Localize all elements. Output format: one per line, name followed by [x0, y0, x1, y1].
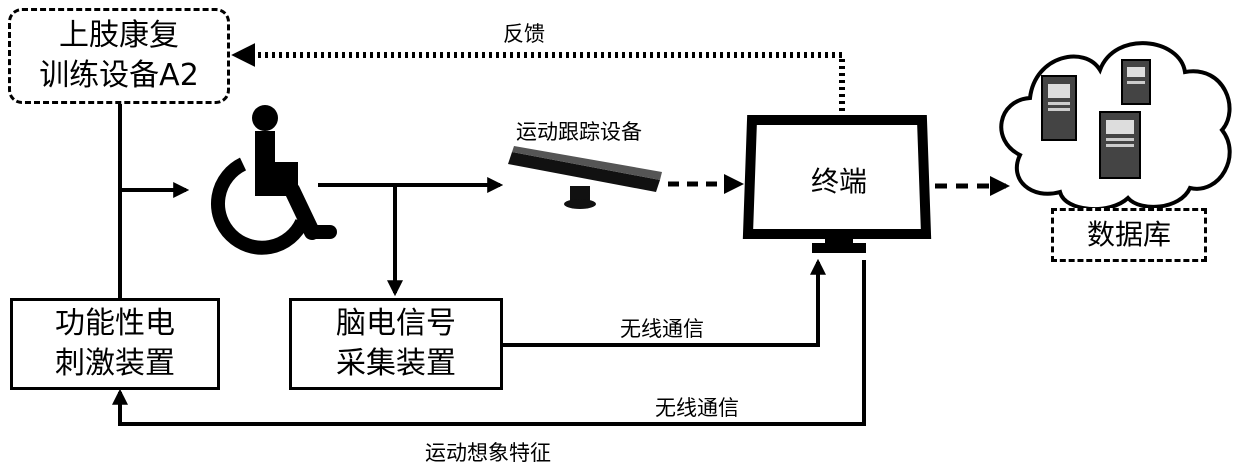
rehab-device-line-1: 上肢康复: [39, 16, 199, 56]
fes-device-line-2: 刺激装置: [55, 344, 175, 384]
database-box: 数据库: [1051, 208, 1207, 262]
motion-tracking-label: 运动跟踪设备: [516, 116, 642, 146]
fes-device-box: 功能性电 刺激装置: [10, 298, 220, 390]
rehab-device-line-2: 训练设备A2: [39, 56, 199, 96]
eeg-device-line-1: 脑电信号: [336, 304, 456, 344]
eeg-device-box: 脑电信号 采集装置: [289, 298, 503, 390]
eeg-device-line-2: 采集装置: [336, 344, 456, 384]
terminal-label: 终端: [752, 160, 926, 200]
database-label: 数据库: [1087, 215, 1171, 255]
motor-imagery-label: 运动想象特征: [425, 437, 551, 467]
feedback-arrow: [236, 55, 842, 118]
rehab-device-box: 上肢康复 训练设备A2: [8, 8, 230, 104]
wireless-label-fes: 无线通信: [655, 392, 739, 422]
wireless-label-eeg: 无线通信: [620, 313, 704, 343]
wheelchair-icon: [218, 105, 330, 248]
fes-device-line-1: 功能性电: [55, 304, 175, 344]
feedback-label: 反馈: [503, 18, 545, 48]
motion-sensor-icon: [508, 146, 662, 209]
